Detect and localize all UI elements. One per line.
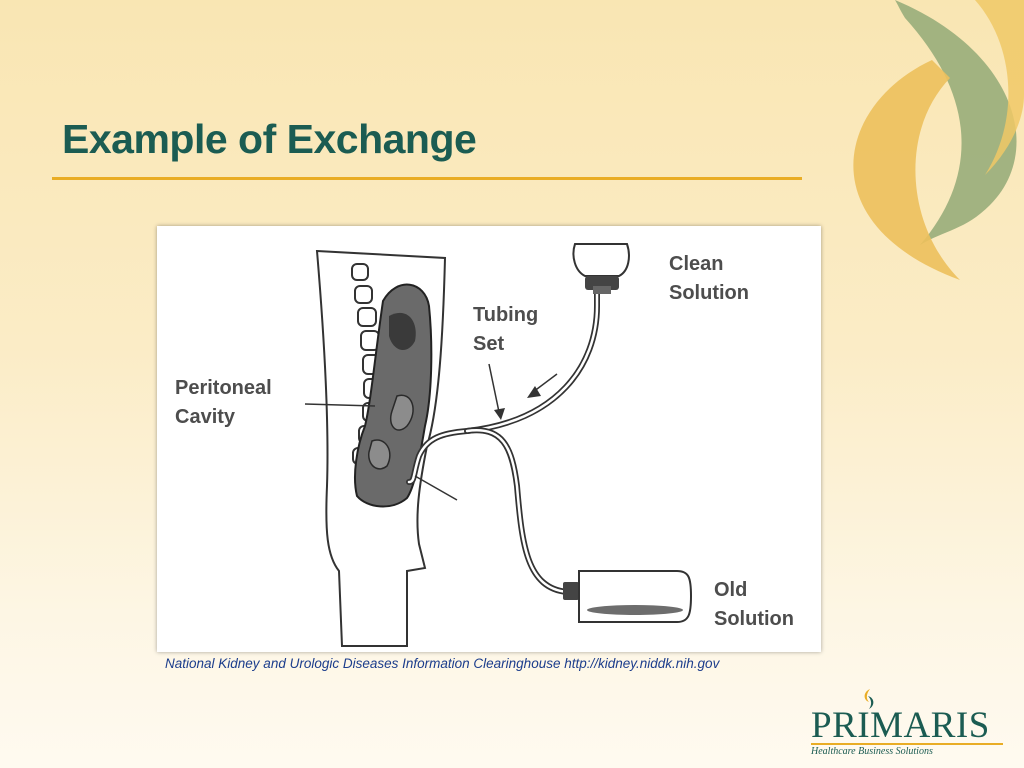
tubing-to-old [464,427,580,595]
torso-outline [315,249,447,647]
slide-title: Example of Exchange [62,116,477,162]
organ-loop [390,394,414,431]
logo-underline [811,743,1003,745]
label-line: Old [714,579,748,601]
organ-loop [368,439,391,470]
flow-arrow-line [532,373,558,393]
clean-solution-bag [572,243,630,294]
old-solution-bag [563,570,693,623]
logo-wordmark: PRIMARIS [811,705,990,746]
gold-swoosh-right [975,0,1024,175]
catheter-leader-line [414,475,458,501]
organ-highlight [389,312,416,351]
logo-tagline: Healthcare Business Solutions [811,746,933,757]
label-line: Solution [669,282,749,304]
peritoneal-leader-line [304,403,376,407]
source-caption: National Kidney and Urologic Diseases In… [165,656,720,671]
diagram-drawing [304,243,693,647]
label-line: Set [473,333,505,355]
tubing-set-arrow-line [488,363,500,413]
label-line: Peritoneal [175,377,272,399]
flow-arrowhead [527,386,541,398]
label-line: Solution [714,608,794,630]
gold-swoosh-large [853,60,960,280]
label-peritoneal-cavity: Peritoneal Cavity [175,374,272,432]
label-line: Clean [669,253,724,275]
primaris-logo: PRIMARIS Healthcare Business Solutions [805,688,1010,760]
logo-swirl-icon [864,689,874,709]
tubing-set-arrowhead [494,408,505,420]
tubing-to-old-inner [465,428,579,594]
label-line: Cavity [175,406,236,428]
title-divider [52,177,802,180]
label-old-solution: Old Solution [714,576,794,634]
label-clean-solution: Clean Solution [669,250,749,308]
label-tubing-set: Tubing Set [473,301,538,359]
exchange-diagram: Peritoneal Cavity Tubing Set Clean Solut… [157,226,821,652]
green-swoosh [895,0,1017,245]
label-line: Tubing [473,304,539,326]
